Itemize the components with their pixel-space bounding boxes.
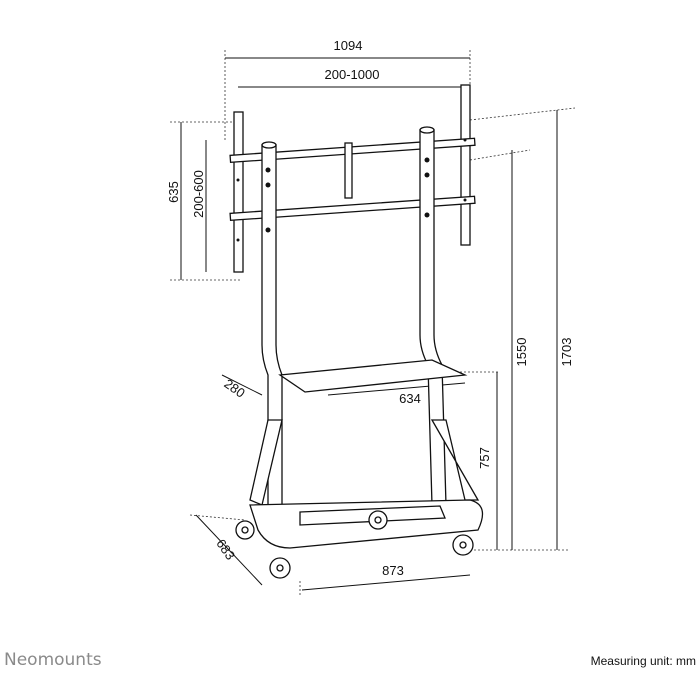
brand-logo: Neomounts xyxy=(4,650,102,670)
label-mount-height: 635 xyxy=(166,181,181,203)
shelf xyxy=(278,359,468,393)
label-total-height: 1703 xyxy=(559,338,574,367)
right-leg xyxy=(430,419,480,501)
dimension-arrows xyxy=(180,57,558,591)
lower-crossbar xyxy=(229,195,476,222)
label-vesa-height: 200-600 xyxy=(191,170,206,218)
label-base-width: 873 xyxy=(382,563,404,578)
label-shelf-depth: 280 xyxy=(221,376,247,401)
dimension-labels: 1094 200-1000 635 200-600 1550 1703 280 … xyxy=(166,38,574,578)
label-shelf-width: 634 xyxy=(399,391,421,406)
base-frame xyxy=(249,499,484,549)
label-vesa-width: 200-1000 xyxy=(325,67,380,82)
left-mount-rail xyxy=(233,111,244,273)
label-overall-width: 1094 xyxy=(334,38,363,53)
tv-stand xyxy=(229,84,484,579)
measuring-unit-label: Measuring unit: mm xyxy=(590,654,696,668)
label-shelf-height: 757 xyxy=(477,447,492,469)
casters xyxy=(235,510,474,579)
right-column xyxy=(419,129,447,506)
label-max-height: 1550 xyxy=(514,338,529,367)
label-base-depth: 683 xyxy=(213,536,238,562)
right-mount-rail xyxy=(460,84,471,246)
